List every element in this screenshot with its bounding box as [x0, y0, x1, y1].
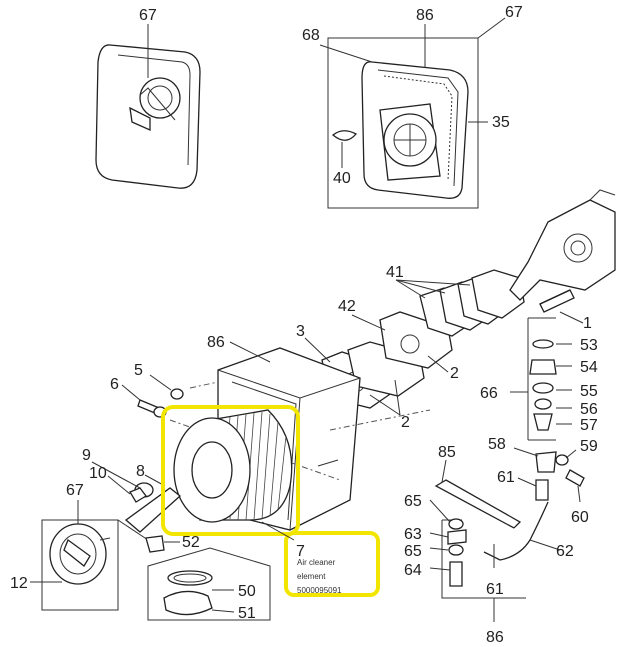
label-62: 62 [556, 543, 574, 560]
label-65-lower: 65 [404, 543, 422, 560]
label-9: 9 [82, 447, 91, 464]
callout-part-number: 5000095091 [297, 586, 342, 595]
label-1: 1 [583, 315, 592, 332]
label-5: 5 [134, 362, 143, 379]
valve-stack-part [529, 339, 557, 431]
callout-line-1: Air cleaner [297, 558, 336, 567]
stud-1-part [539, 289, 571, 305]
label-8: 8 [136, 463, 145, 480]
label-61-upper: 61 [497, 469, 515, 486]
carburetor-bracket-part [509, 189, 616, 313]
callout-highlight [284, 531, 380, 597]
label-53: 53 [580, 337, 598, 354]
label-66: 66 [480, 385, 498, 402]
label-57: 57 [580, 417, 598, 434]
inset-box-clamp [147, 547, 271, 621]
label-67-top-right: 67 [505, 4, 523, 21]
label-35: 35 [492, 114, 510, 131]
washer-nut-part [124, 482, 182, 533]
label-63: 63 [404, 526, 422, 543]
air-cleaner-element-part [173, 409, 293, 523]
air-cleaner-cover-part [95, 44, 201, 189]
label-58: 58 [488, 436, 506, 453]
label-12: 12 [10, 575, 28, 592]
label-55: 55 [580, 383, 598, 400]
bolt-5-part [170, 388, 184, 400]
label-52: 52 [182, 534, 200, 551]
label-50: 50 [238, 583, 256, 600]
label-51: 51 [238, 605, 256, 622]
filter-housing-part [331, 61, 469, 199]
cable-tie-part [434, 479, 522, 529]
hose-51-part [163, 590, 213, 616]
inset-box-knob [41, 519, 119, 611]
label-6: 6 [110, 376, 119, 393]
element-highlight [161, 405, 300, 536]
fitting-58-part [535, 451, 585, 501]
label-86-top: 86 [416, 7, 434, 24]
callout-description: Air cleaner element 5000095091 [297, 556, 377, 598]
label-61-lower: 61 [486, 581, 504, 598]
label-67-knob: 67 [66, 482, 84, 499]
fitting-stack-part [447, 518, 467, 587]
inset-box-fitting [441, 520, 526, 599]
label-2-upper: 2 [450, 365, 459, 382]
label-64: 64 [404, 562, 422, 579]
label-67-top-left: 67 [139, 7, 157, 24]
label-42: 42 [338, 298, 356, 315]
label-3: 3 [296, 323, 305, 340]
grommet-52-part [145, 535, 165, 553]
label-56: 56 [580, 401, 598, 418]
label-85: 85 [438, 444, 456, 461]
label-41: 41 [386, 264, 404, 281]
label-40: 40 [333, 170, 351, 187]
clamp-50-part [167, 570, 213, 586]
label-10: 10 [89, 465, 107, 482]
label-86-bottom: 86 [486, 629, 504, 646]
inset-box-cover [327, 37, 479, 209]
knob-part [49, 523, 111, 585]
callout-number: 7 [296, 543, 305, 560]
label-2-lower: 2 [401, 414, 410, 431]
label-68: 68 [302, 27, 320, 44]
callout-line-2: element [297, 572, 326, 581]
label-65-upper: 65 [404, 493, 422, 510]
label-60: 60 [571, 509, 589, 526]
label-54: 54 [580, 359, 598, 376]
label-59: 59 [580, 438, 598, 455]
label-86-case: 86 [207, 334, 225, 351]
